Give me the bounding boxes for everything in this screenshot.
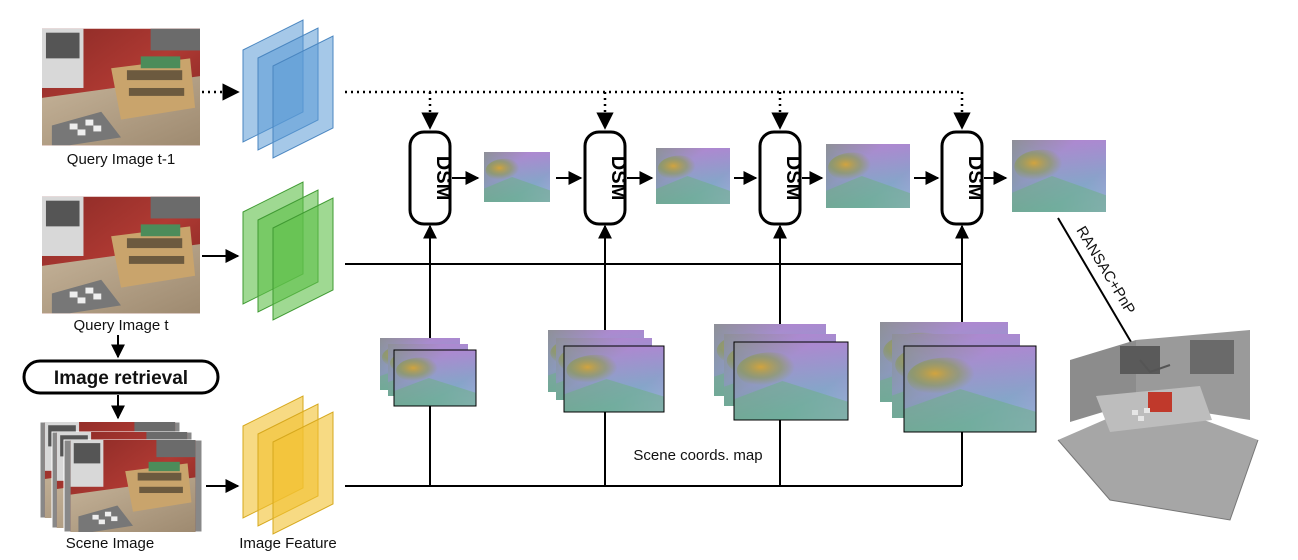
scene-coords-label: Scene coords. map: [633, 447, 762, 464]
output-map-3: [826, 144, 910, 208]
ransac-label: RANSAC+PnP: [1073, 223, 1139, 317]
query-image-t-label: Query Image t: [73, 317, 169, 334]
scene-image-stack: [39, 421, 203, 533]
dsm-label-2: DSM: [607, 156, 629, 200]
dsm-block-1: DSM: [408, 130, 454, 226]
feature-stack-green: [242, 181, 334, 321]
dotted-feature-line: [345, 90, 971, 130]
dsm-block-2: DSM: [583, 130, 629, 226]
scene-image-label: Scene Image: [66, 535, 154, 552]
output-map-2: [656, 148, 730, 204]
dsm-label-1: DSM: [432, 156, 454, 200]
dsm-label-3: DSM: [782, 156, 804, 200]
scene-coord-stack-4: [880, 322, 1037, 433]
image-retrieval-label: Image retrieval: [54, 368, 188, 389]
image-retrieval-box: [22, 359, 220, 395]
query-image-t-1: [42, 28, 200, 146]
image-feature-label: Image Feature: [239, 535, 337, 552]
feature-stack-yellow: [242, 395, 334, 535]
dsm-block-4: DSM: [940, 130, 986, 226]
output-map-4: [1012, 140, 1106, 212]
query-image-t-1-label: Query Image t-1: [67, 151, 175, 168]
scene-coord-stack-2: [548, 330, 665, 413]
scene-3d-model: [1057, 330, 1259, 521]
query-image-t: [42, 196, 200, 314]
dsm-block-3: DSM: [758, 130, 804, 226]
scene-coord-stack-1: [380, 338, 477, 407]
feature-stack-blue: [242, 19, 334, 159]
output-map-1: [484, 152, 550, 202]
scene-coord-stack-3: [714, 324, 849, 421]
dsm-label-4: DSM: [964, 156, 986, 200]
